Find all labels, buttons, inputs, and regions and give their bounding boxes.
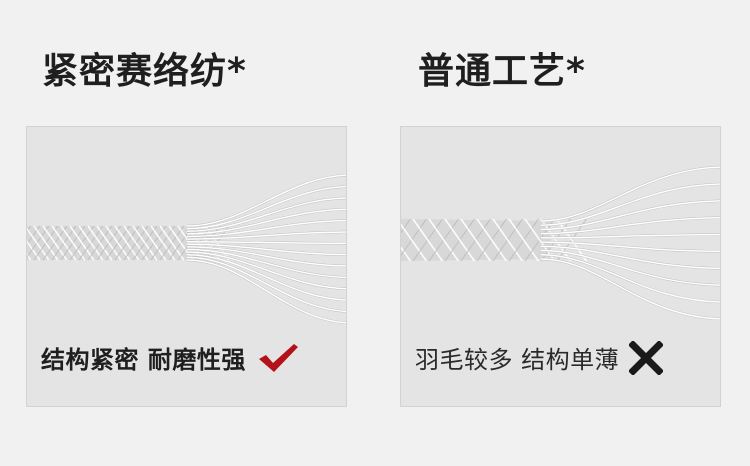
checkmark-icon — [256, 341, 300, 379]
cross-icon — [628, 340, 665, 379]
left-caption: 结构紧密 耐磨性强 — [41, 341, 300, 379]
compact-siro-panel: 结构紧密 耐磨性强 — [26, 126, 347, 407]
right-caption-text: 羽毛较多 结构单薄 — [415, 346, 620, 374]
ordinary-yarn-illustration — [401, 127, 720, 327]
right-caption: 羽毛较多 结构单薄 — [415, 340, 665, 379]
right-title: 普通工艺* — [418, 51, 586, 92]
ordinary-process-panel: 羽毛较多 结构单薄 — [400, 126, 721, 407]
left-caption-text: 结构紧密 耐磨性强 — [41, 346, 246, 374]
left-title: 紧密赛络纺* — [42, 51, 247, 92]
compact-yarn-illustration — [27, 127, 346, 327]
